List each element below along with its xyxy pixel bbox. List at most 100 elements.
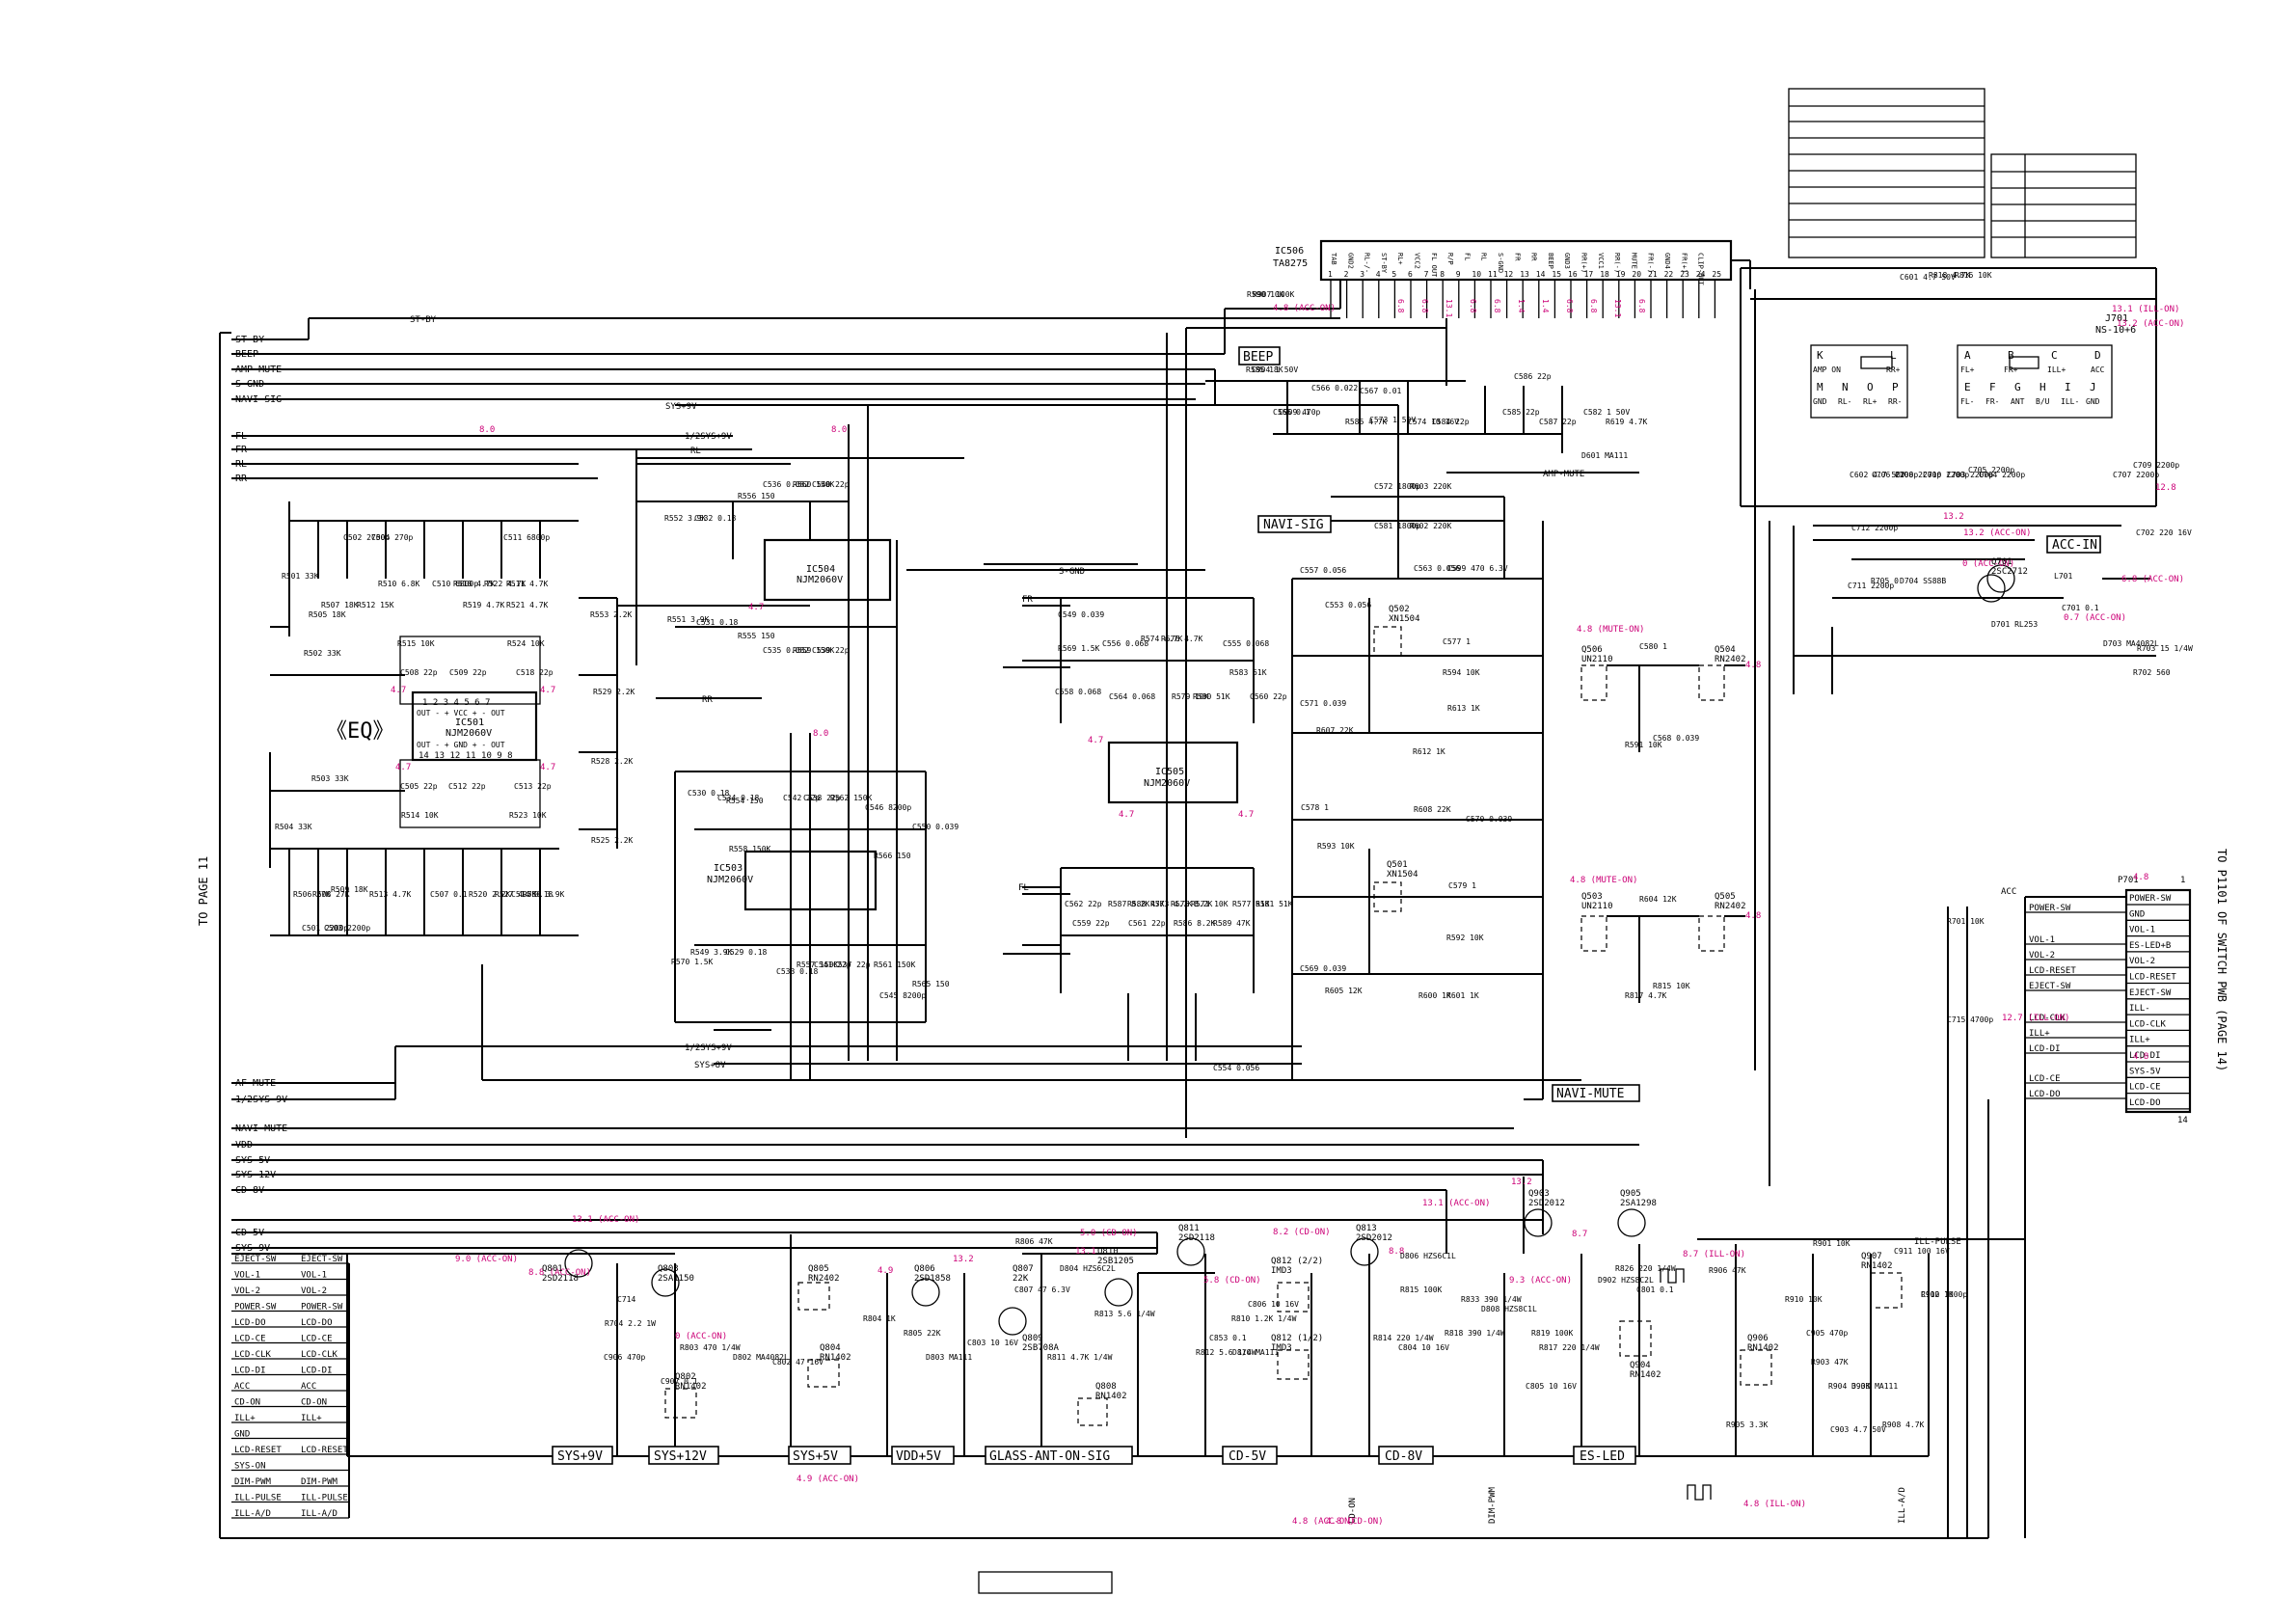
component-label: R608 22K — [1414, 805, 1451, 814]
component-label: R908 4.7K — [1882, 1421, 1925, 1429]
component-label: C904 1 50V — [1252, 365, 1298, 374]
net-label: ILL-PULSE — [1914, 1237, 1961, 1247]
ic506-pin-num: 7 — [1424, 270, 1429, 279]
connector-label-right: LCD-CLK — [301, 1350, 338, 1360]
component-label: R506 27K — [293, 890, 331, 899]
component-label: C513 22p — [514, 782, 552, 791]
component-label: R521 4.7K — [506, 601, 549, 609]
component-label: R503 33K — [311, 774, 349, 783]
component-label: R590 10K — [1247, 290, 1284, 299]
transistor-part: RN1402 — [820, 1353, 851, 1363]
net-label: RR — [702, 695, 713, 705]
component-label: C574 10 16V — [1408, 418, 1459, 426]
voltage-annotation: 13.1 (ACC-ON) — [1422, 1199, 1490, 1208]
component-label: C602 4.7 50V — [1850, 471, 1905, 479]
component-label: R816 10K — [1955, 271, 1992, 280]
component-label: C534 0.18 — [717, 794, 760, 802]
j701-pin-letter: A — [1964, 349, 1971, 362]
component-label: R565 150 — [912, 980, 950, 988]
connector-label-left: SYS-ON — [234, 1462, 266, 1472]
component-label: C556 0.068 — [1102, 639, 1148, 648]
pulse-symbols — [1660, 1268, 1712, 1501]
p701-wire-label: LCD-RESET — [2029, 966, 2076, 976]
j701-pin-letter: J — [2090, 381, 2096, 393]
component-label: C601 4.7 50V — [1900, 273, 1956, 282]
component-label: R805 22K — [904, 1329, 941, 1338]
component-label: C585 22p — [1502, 408, 1540, 417]
component-label: D704 SS88B — [1900, 577, 1946, 585]
component-label: D810 MA111 — [1232, 1348, 1279, 1357]
voltage-annotation: 13.2 (ACC-ON) — [2117, 319, 2184, 329]
section-label-sys9v: SYS+9V — [557, 1449, 603, 1464]
component-label: C905 470p — [1806, 1329, 1849, 1338]
component-label: R562 150K — [830, 794, 873, 802]
connector-label-left: LCD-RESET — [234, 1446, 282, 1455]
component-label: C565 0.1 — [1273, 408, 1310, 417]
voltage-annotation: 4.8 (CD-ON) — [1326, 1517, 1384, 1527]
component-label: R585 18K — [1246, 365, 1283, 374]
section-label-cd5v: CD-5V — [1229, 1449, 1266, 1464]
transistor-part: RN1402 — [675, 1382, 707, 1392]
ic506-pin-voltage: 6.8 — [1565, 299, 1574, 313]
component-label: R555 150 — [738, 632, 775, 640]
component-label: R815 100K — [1400, 1286, 1443, 1294]
voltage-annotation: 8.0 — [813, 729, 828, 739]
transistor-name: Q907 — [1861, 1252, 1882, 1261]
component-label: C562 22p — [1065, 900, 1102, 908]
ic506-pin-num: 17 — [1584, 270, 1594, 279]
component-label: C558 0.068 — [1055, 688, 1101, 696]
component-label: D701 RL253 — [1991, 620, 2038, 629]
p701-pin-label: LCD-CE — [2129, 1083, 2161, 1093]
component-label: R902 1K — [1921, 1290, 1954, 1299]
j701-pin-label: ILL+ — [2047, 365, 2066, 374]
component-label: C702 220 16V — [2136, 528, 2192, 537]
component-label: C553 0.056 — [1325, 601, 1371, 609]
bus-label: BEEP — [235, 349, 258, 360]
p701-pin-label: VOL-1 — [2129, 926, 2155, 935]
p701-wire-label: VOL-1 — [2029, 935, 2055, 945]
component-label: C531 0.18 — [696, 618, 739, 627]
component-label: R575 8.2K — [1171, 900, 1213, 908]
component-label: R509 18K — [331, 885, 368, 894]
component-label: C903 4.7 50V — [1830, 1425, 1886, 1434]
component-label: C518 22p — [516, 668, 554, 677]
ic506-pin-label: RL-/- — [1364, 253, 1371, 273]
j701-pin-letter: N — [1842, 381, 1849, 393]
transistor-part: 2SD2012 — [1356, 1233, 1392, 1243]
component-label: C504 270p — [371, 533, 414, 542]
net-label: RL — [690, 447, 701, 456]
transistor-name: Q812 (1/2) — [1271, 1334, 1323, 1343]
transistor-name: Q903 — [1528, 1189, 1550, 1199]
component-label: R519 4.7K — [463, 601, 505, 609]
p701-title: P701 — [2118, 876, 2139, 885]
voltage-annotation: 4.8 (MUTE-ON) — [1570, 876, 1637, 885]
component-label: R815 10K — [1653, 982, 1690, 990]
net-labels: ST-BY SYS+9V 1/2SYS+9V RL FR RR FL S-GND… — [410, 315, 1961, 1524]
transistor-name: Q802 — [675, 1372, 696, 1382]
ic506-pin-num: 1 — [1328, 270, 1333, 279]
voltage-annotation: 0 (ACC-ON) — [1962, 559, 2014, 569]
component-label: R576 4.7K — [1161, 635, 1203, 643]
j701-pin-letter: G — [2014, 381, 2021, 393]
j701-name: J701 — [2105, 313, 2128, 324]
transistor-part: RN1402 — [1747, 1343, 1779, 1353]
component-label: C705 2200p — [1968, 466, 2014, 474]
component-label: R613 1K — [1447, 704, 1480, 713]
p701-wire-label: LCD-CLK — [2029, 1014, 2066, 1023]
transistor-part: RN2402 — [808, 1274, 840, 1284]
net-label: 1/2SYS+9V — [685, 432, 732, 442]
component-label: C501 2200p — [302, 924, 348, 933]
component-label: C707 2200p — [2113, 471, 2159, 479]
connector-label-left: DIM-PWM — [234, 1477, 272, 1487]
bus-label: NAVI-SIG — [235, 394, 282, 405]
component-label: D601 MA111 — [1581, 451, 1628, 460]
connector-label-left: VOL-1 — [234, 1271, 260, 1281]
component-label: C701 0.1 — [2062, 604, 2099, 612]
component-label: D804 HZS6C2L — [1060, 1264, 1116, 1273]
component-label: R812 5.6 1/4W — [1196, 1348, 1256, 1357]
ic506-pin-label: VCC1 — [1597, 253, 1605, 269]
ic506-pin-num: 6 — [1408, 270, 1413, 279]
section-label-cd8v: CD-8V — [1385, 1449, 1422, 1464]
transistor-name: Q504 — [1715, 645, 1736, 655]
